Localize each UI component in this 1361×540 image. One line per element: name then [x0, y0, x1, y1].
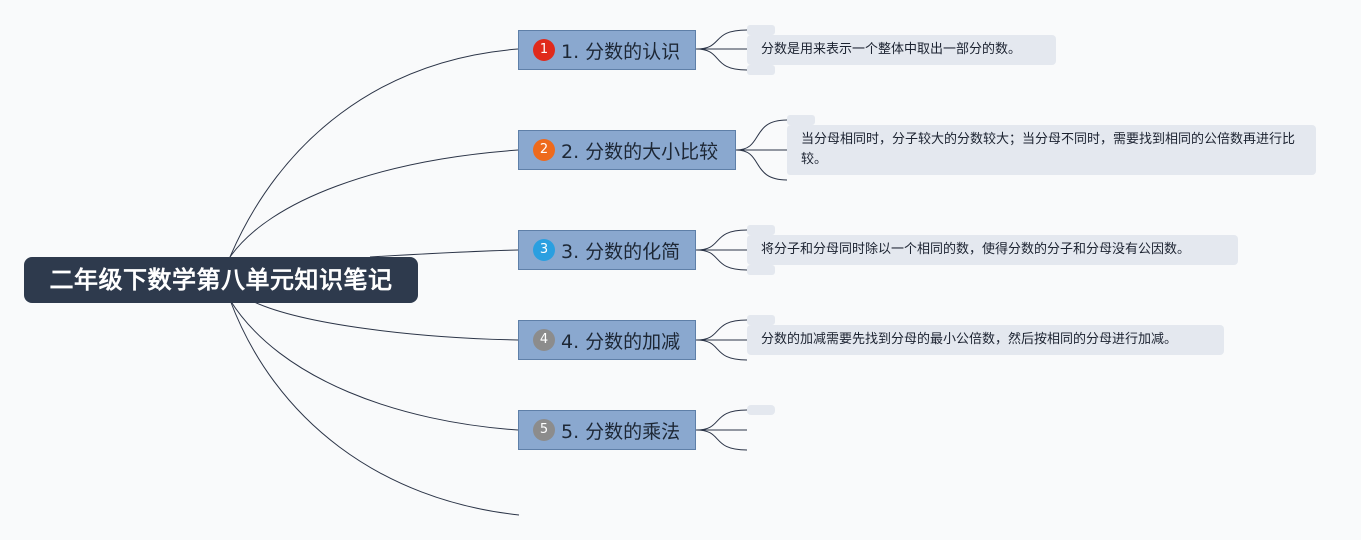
topic-label: 5. 分数的乘法 [561, 420, 681, 443]
note-fraction-recognition[interactable]: 分数是用来表示一个整体中取出一部分的数。 [747, 35, 1056, 65]
note-connector [695, 339, 748, 361]
topic-fraction-add-subtract[interactable]: 4 4. 分数的加减 [518, 320, 696, 360]
topic-fraction-simplification[interactable]: 3 3. 分数的化简 [518, 230, 696, 270]
number-5-icon: 5 [533, 419, 555, 441]
topic-fraction-comparison[interactable]: 2 2. 分数的大小比较 [518, 130, 736, 170]
branch-line [369, 249, 519, 258]
note-connector [735, 149, 788, 181]
note-connector [695, 48, 748, 71]
topic-fraction-recognition[interactable]: 1 1. 分数的认识 [518, 30, 696, 70]
note-tab [747, 225, 775, 235]
note-connector [695, 29, 748, 50]
number-4-icon: 4 [533, 329, 555, 351]
note-fraction-multiplication[interactable] [747, 405, 775, 415]
branch-line [229, 299, 519, 431]
note-tab [787, 165, 815, 175]
note-tab [787, 115, 815, 125]
note-fraction-add-subtract[interactable]: 分数的加减需要先找到分母的最小公倍数，然后按相同的分母进行加减。 [747, 325, 1224, 355]
branch-line [229, 299, 520, 516]
number-1-icon: 1 [533, 39, 555, 61]
note-connector [695, 229, 748, 251]
branch-line [229, 48, 519, 258]
note-fraction-simplification[interactable]: 将分子和分母同时除以一个相同的数，使得分数的分子和分母没有公因数。 [747, 235, 1238, 265]
note-connector [695, 429, 748, 451]
note-fraction-comparison[interactable]: 当分母相同时，分子较大的分数较大；当分母不同时，需要找到相同的公倍数再进行比较。 [787, 125, 1316, 175]
note-tab [747, 25, 775, 35]
note-tab [747, 265, 775, 275]
note-connector [695, 249, 748, 271]
note-tab [747, 65, 775, 75]
topic-label: 3. 分数的化简 [561, 240, 681, 263]
note-connector [695, 319, 748, 341]
note-connector [735, 119, 788, 151]
branch-line [249, 299, 519, 341]
topic-fraction-multiplication[interactable]: 5 5. 分数的乘法 [518, 410, 696, 450]
number-2-icon: 2 [533, 139, 555, 161]
note-connector [695, 409, 748, 431]
topic-label: 4. 分数的加减 [561, 330, 681, 353]
note-tab [747, 315, 775, 325]
branch-line [229, 149, 519, 258]
number-3-icon: 3 [533, 239, 555, 261]
topic-label: 2. 分数的大小比较 [561, 140, 719, 163]
root-topic[interactable]: 二年级下数学第八单元知识笔记 [24, 257, 418, 303]
topic-label: 1. 分数的认识 [561, 40, 681, 63]
